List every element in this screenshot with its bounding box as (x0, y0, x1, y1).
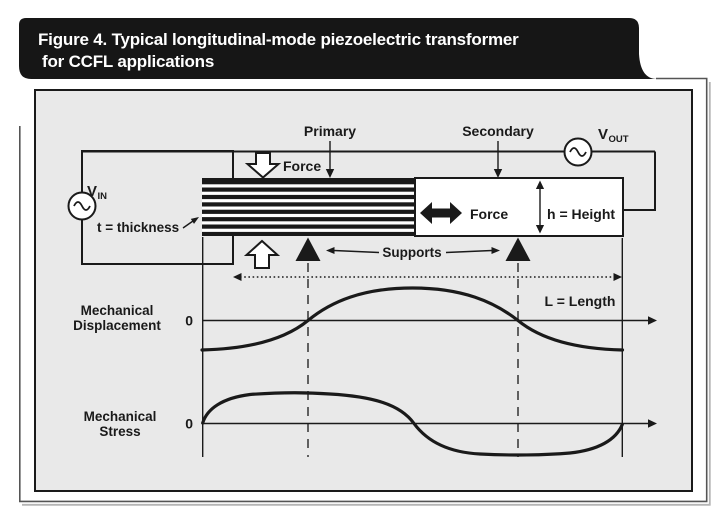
secondary-pointer: Secondary (462, 123, 534, 178)
vout-wire (623, 151, 656, 211)
primary-layer (202, 228, 415, 232)
primary-layer (202, 221, 415, 225)
support-triangle-right (505, 237, 531, 261)
stress-label-line2: Stress (99, 424, 140, 439)
primary-layer (202, 191, 415, 195)
arrow-down-icon (493, 169, 503, 178)
primary-pointer: Primary (304, 123, 356, 178)
arrow-up-right-icon (190, 217, 199, 224)
primary-layer (202, 213, 415, 218)
supports-arrow-right-line (445, 249, 493, 254)
force-up-arrow-icon (243, 239, 281, 269)
force-down-arrow-icon (244, 152, 282, 179)
sine-glyph (73, 201, 91, 211)
displacement-plot: Mechanical Displacement 0 (73, 286, 657, 352)
figure-title-line1: Figure 4. Typical longitudinal-mode piez… (38, 30, 519, 49)
vin-label: V (87, 183, 97, 200)
primary-layer (202, 199, 415, 203)
arrow-up-icon (535, 180, 545, 189)
supports-label: Supports (382, 245, 441, 260)
vout-label: V (598, 126, 608, 143)
primary-block (202, 178, 415, 236)
vin-ac-source-icon (67, 191, 97, 221)
force-lateral-label: Force (470, 206, 508, 222)
thickness-callout: t = thickness (97, 217, 199, 235)
vout-ac-source-icon (563, 137, 593, 167)
arrow-left-icon (233, 273, 242, 281)
primary-layer (202, 184, 415, 188)
supports: Supports (295, 237, 531, 261)
secondary-block (414, 177, 624, 237)
displacement-zero-label: 0 (185, 313, 193, 329)
thickness-label: t = thickness (97, 220, 179, 235)
banner-shape (19, 18, 657, 79)
supports-arrow-left-line (333, 249, 380, 254)
primary-label: Primary (304, 123, 356, 139)
figure-title-line2: for CCFL applications (42, 52, 214, 71)
page-frame (18, 77, 711, 506)
length-label: L = Length (545, 293, 616, 309)
arrow-right-icon (613, 273, 622, 281)
primary-layer (202, 206, 415, 210)
sine-glyph (569, 147, 587, 157)
arrow-right-icon (648, 419, 657, 428)
displacement-curve (200, 286, 625, 352)
arrow-right-icon (648, 316, 657, 325)
vin-subscript: IN (98, 191, 108, 202)
vout-subscript: OUT (609, 134, 629, 145)
length-dimension: L = Length (233, 273, 622, 309)
arrow-right-icon (491, 247, 500, 254)
stress-plot: Mechanical Stress 0 (84, 391, 657, 457)
force-double-arrow-icon (420, 202, 462, 224)
force-vertical-label: Force (283, 158, 321, 174)
stress-curve (201, 391, 624, 457)
title-banner: Figure 4. Typical longitudinal-mode piez… (19, 18, 657, 79)
displacement-label-line2: Displacement (73, 318, 161, 333)
stress-label-line1: Mechanical (84, 409, 157, 424)
arrow-left-icon (326, 247, 335, 254)
height-label: h = Height (547, 206, 615, 222)
height-dimension: h = Height (535, 180, 615, 234)
arrow-down-icon (325, 169, 335, 178)
thickness-arrow-line (182, 220, 194, 229)
stress-zero-label: 0 (185, 416, 193, 432)
displacement-label-line1: Mechanical (81, 303, 154, 318)
arrow-down-icon (535, 225, 545, 234)
support-triangle-left (295, 237, 321, 261)
secondary-label: Secondary (462, 123, 534, 139)
